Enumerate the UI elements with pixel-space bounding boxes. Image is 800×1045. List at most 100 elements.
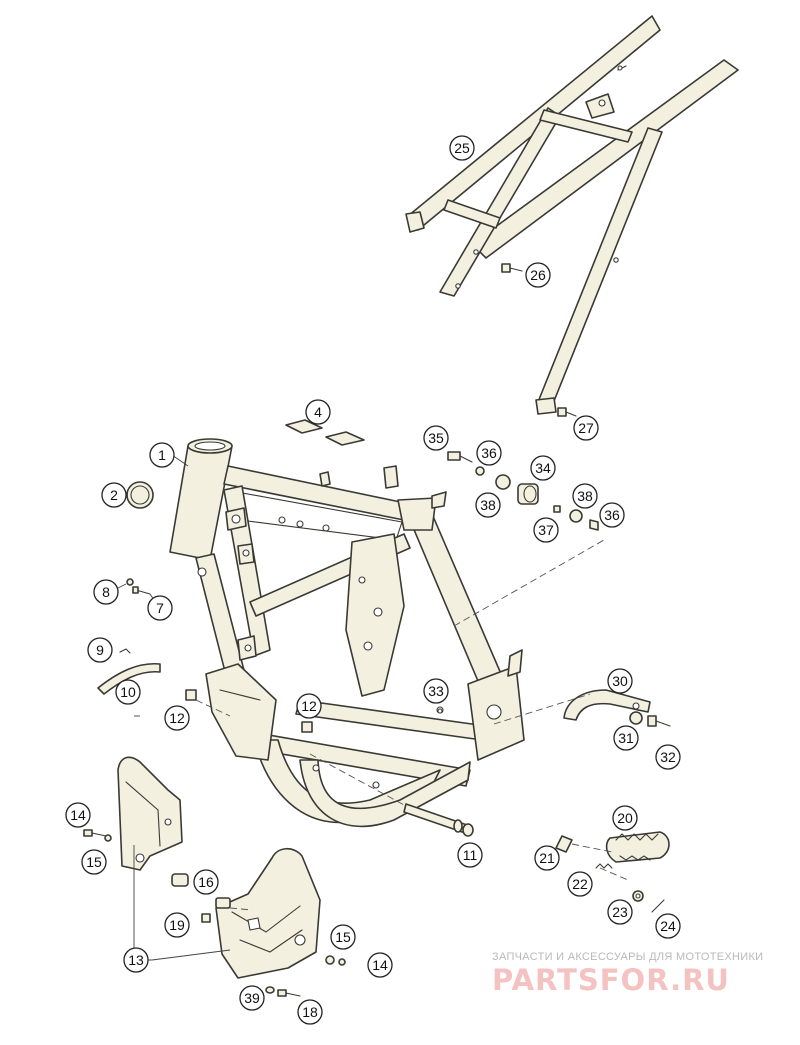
callout-18-label: 18 [302, 1004, 318, 1020]
shock-mount-hardware [447, 451, 599, 531]
nut-8 [126, 578, 134, 586]
callout-39-label: 39 [244, 990, 260, 1006]
callout-39: 39 [239, 985, 265, 1011]
callout-23: 23 [607, 899, 633, 925]
callout-27: 27 [573, 415, 599, 441]
callout-12b: 12 [296, 693, 322, 719]
spacer-12b [301, 721, 313, 733]
callout-4: 4 [305, 399, 331, 425]
callout-36b: 36 [599, 502, 625, 528]
part-33 [437, 708, 443, 714]
callout-18: 18 [297, 999, 323, 1025]
hose-10 [97, 662, 161, 695]
callout-34-label: 34 [535, 460, 551, 476]
callout-16-label: 16 [198, 874, 214, 890]
pin-21 [555, 835, 573, 853]
callout-9: 9 [87, 637, 113, 663]
callout-11: 11 [457, 842, 483, 868]
callout-34: 34 [530, 455, 556, 481]
callout-27-label: 27 [578, 420, 594, 436]
watermark-tagline: ЗАПЧАСТИ И АКСЕССУАРЫ ДЛЯ МОТОТЕХНИКИ [492, 951, 763, 963]
callout-10: 10 [115, 679, 141, 705]
callout-13: 13 [123, 947, 149, 973]
callout-2: 2 [101, 482, 127, 508]
bushing-31 [629, 711, 643, 725]
callout-4-label: 4 [314, 404, 322, 420]
callout-15a: 15 [81, 849, 107, 875]
callout-30-label: 30 [612, 673, 628, 689]
callout-20: 20 [612, 805, 638, 831]
callout-16: 16 [193, 869, 219, 895]
callout-15b-label: 15 [335, 929, 351, 945]
callout-38b: 38 [572, 483, 598, 509]
callout-32-label: 32 [660, 749, 676, 765]
callout-14a-label: 14 [70, 807, 86, 823]
bolt-32 [647, 715, 671, 727]
callout-15a-label: 15 [86, 854, 102, 870]
callout-30: 30 [607, 668, 633, 694]
callout-32: 32 [655, 744, 681, 770]
callout-12a: 12 [164, 705, 190, 731]
callout-25: 25 [449, 135, 475, 161]
callout-2-label: 2 [110, 487, 118, 503]
callout-23-label: 23 [612, 904, 628, 920]
callouts: 1 2 4 7 8 9 10 11 12 12 13 14 14 15 15 1… [65, 135, 681, 1025]
callout-22: 22 [567, 871, 593, 897]
callout-25-label: 25 [454, 140, 470, 156]
callout-31: 31 [613, 725, 639, 751]
callout-37-label: 37 [538, 522, 554, 538]
guard-hardware [83, 829, 346, 997]
callout-26: 26 [525, 262, 551, 288]
callout-36a-label: 36 [481, 445, 497, 461]
spacer-12a [185, 689, 197, 701]
callout-35-label: 35 [428, 430, 444, 446]
callout-12b-label: 12 [301, 698, 317, 714]
callout-31-label: 31 [618, 730, 634, 746]
frame-guard-right [215, 847, 321, 979]
callout-8: 8 [93, 579, 119, 605]
callout-10-label: 10 [120, 684, 136, 700]
screw-7 [132, 586, 151, 595]
cotter-pin-24 [651, 899, 665, 913]
cap-2 [126, 481, 154, 509]
callout-37: 37 [533, 517, 559, 543]
clip-9 [119, 648, 131, 654]
callout-12a-label: 12 [169, 710, 185, 726]
callout-33: 33 [423, 678, 449, 704]
frame-stickers [285, 419, 365, 446]
callout-22-label: 22 [572, 876, 588, 892]
callout-36b-label: 36 [604, 507, 620, 523]
callout-14b: 14 [367, 952, 393, 978]
side-stand-30 [563, 689, 651, 721]
callout-19: 19 [164, 912, 190, 938]
callout-19-label: 19 [169, 917, 185, 933]
footpeg-20 [605, 831, 670, 863]
bolt-26 [501, 263, 523, 273]
spring-22 [595, 863, 613, 869]
main-frame [169, 438, 525, 828]
callout-33-label: 33 [428, 683, 444, 699]
callout-1-label: 1 [158, 447, 166, 463]
callout-15b: 15 [330, 924, 356, 950]
callout-14b-label: 14 [372, 957, 388, 973]
callout-24-label: 24 [660, 918, 676, 934]
callout-14a: 14 [65, 802, 91, 828]
callout-21-label: 21 [539, 850, 555, 866]
callout-38b-label: 38 [577, 488, 593, 504]
bolt-27 [557, 407, 577, 417]
watermark-brand: PARTSFOR.RU [492, 963, 730, 997]
callout-38a: 38 [475, 492, 501, 518]
callout-1: 1 [149, 442, 175, 468]
rear-subframe [405, 15, 739, 415]
callout-26-label: 26 [530, 267, 546, 283]
leader-lines [117, 454, 629, 961]
swingarm-pivot-axle-11 [403, 803, 474, 837]
callout-7: 7 [147, 595, 173, 621]
callout-24: 24 [655, 913, 681, 939]
callout-11-label: 11 [463, 847, 478, 863]
callout-13-label: 13 [128, 952, 144, 968]
callout-20-label: 20 [617, 810, 633, 826]
callout-8-label: 8 [102, 584, 110, 600]
